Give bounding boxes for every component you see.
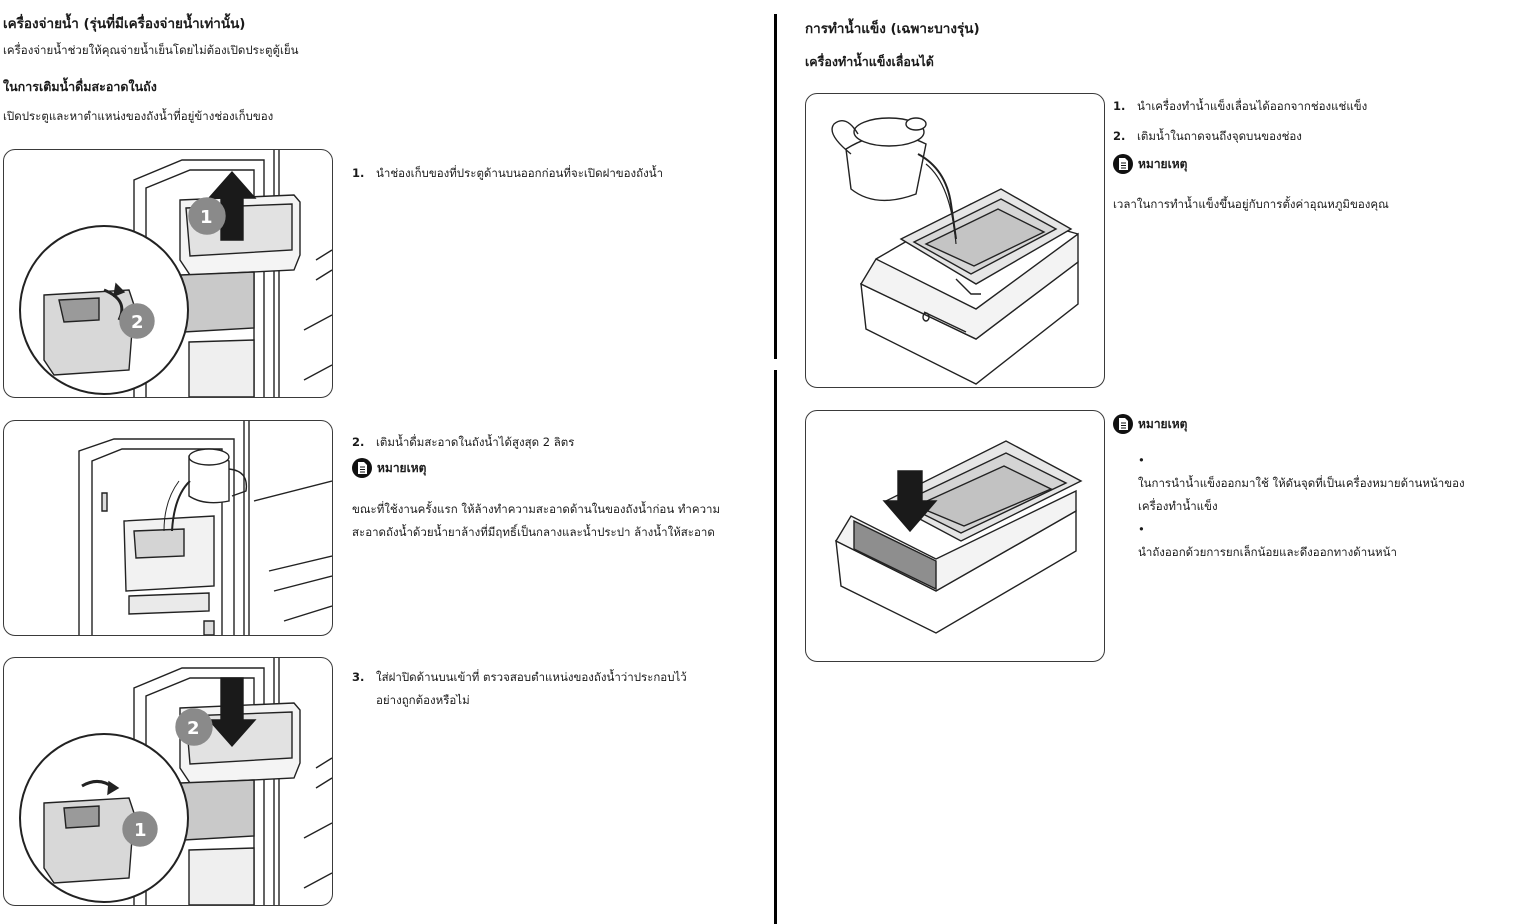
bullet-line: เครื่องทำน้ำแข็ง bbox=[1138, 499, 1218, 513]
subheading-movable-ice-maker: เครื่องทำน้ำแข็งเลื่อนได้ bbox=[805, 54, 934, 69]
note-header-left: หมายเหตุ bbox=[352, 458, 426, 478]
note-header-right-1: หมายเหตุ bbox=[1113, 154, 1187, 174]
step-text: ใส่ฝาปิดด้านบนเข้าที่ ตรวจสอบตำแหน่งของถ… bbox=[376, 670, 687, 684]
figure-install-lid: 2 1 bbox=[3, 657, 333, 906]
note-label: หมายเหตุ bbox=[1138, 416, 1188, 431]
note-label: หมายเหตุ bbox=[377, 460, 427, 475]
note-icon bbox=[1113, 414, 1133, 434]
section-title-ice-making: การทำน้ำแข็ง (เฉพาะบางรุ่น) bbox=[805, 21, 980, 37]
note-header-right-2: หมายเหตุ bbox=[1113, 414, 1187, 434]
note-body-right-1: เวลาในการทำน้ำแข็งขึ้นอยู่กับการตั้งค่าอ… bbox=[1113, 197, 1389, 211]
step-text: เติมน้ำดื่มสะอาดในถังน้ำได้สูงสุด 2 ลิตร bbox=[376, 435, 575, 449]
step-3-left: 3. ใส่ฝาปิดด้านบนเข้าที่ ตรวจสอบตำแหน่งขอ… bbox=[352, 666, 687, 712]
bullet-line: ในการนำน้ำแข็งออกมาใช้ ให้ดันจุดที่เป็นเ… bbox=[1138, 476, 1465, 490]
note-bullets-right: • ในการนำน้ำแข็งออกมาใช้ ให้ดันจุดที่เป็… bbox=[1113, 449, 1518, 564]
step-2-right: 2. เติมน้ำในถาดจนถึงจุดบนของช่อง bbox=[1113, 128, 1302, 146]
column-divider-top bbox=[774, 14, 777, 359]
bullet-item: • นำถังออกด้วยการยกเล็กน้อยและดึงออกทางด… bbox=[1113, 518, 1518, 564]
note-line: สะอาดถังน้ำด้วยน้ำยาล้างที่มีฤทธิ์เป็นกล… bbox=[352, 525, 715, 539]
figure-pour-water bbox=[3, 420, 333, 636]
figure-fill-ice-tray bbox=[805, 93, 1105, 388]
bullet-dot: • bbox=[1138, 453, 1145, 467]
instruction-text: เปิดประตูและหาตำแหน่งของถังน้ำที่อยู่ข้า… bbox=[3, 109, 274, 123]
step-number: 2. bbox=[1113, 129, 1126, 143]
step-number: 2. bbox=[352, 435, 365, 449]
figure-remove-bin: 1 2 bbox=[3, 149, 333, 398]
subheading-fill-water: ในการเติมน้ำดื่มสะอาดในถัง bbox=[3, 79, 157, 94]
step-text-cont: อย่างถูกต้องหรือไม่ bbox=[376, 693, 470, 707]
note-body-left: ขณะที่ใช้งานครั้งแรก ให้ล้างทำความสะอาดด… bbox=[352, 498, 767, 544]
figure-push-ice-maker bbox=[805, 410, 1105, 662]
note-line: ขณะที่ใช้งานครั้งแรก ให้ล้างทำความสะอาดด… bbox=[352, 502, 721, 516]
step-1-left: 1. นำช่องเก็บของที่ประตูด้านบนออกก่อนที่จ… bbox=[352, 165, 663, 183]
bullet-item: • ในการนำน้ำแข็งออกมาใช้ ให้ดันจุดที่เป็… bbox=[1113, 449, 1518, 518]
column-divider-bottom bbox=[774, 370, 777, 924]
step-number: 1. bbox=[352, 166, 365, 180]
fig1-callout-2: 2 bbox=[131, 312, 144, 333]
note-icon bbox=[1113, 154, 1133, 174]
step-text: นำเครื่องทำน้ำแข็งเลื่อนได้ออกจากช่องแช่… bbox=[1137, 99, 1368, 113]
step-number: 1. bbox=[1113, 99, 1126, 113]
note-icon bbox=[352, 458, 372, 478]
step-2-left: 2. เติมน้ำดื่มสะอาดในถังน้ำได้สูงสุด 2 ลิ… bbox=[352, 434, 574, 452]
section-title-water-dispenser: เครื่องจ่ายน้ำ (รุ่นที่มีเครื่องจ่ายน้ำเ… bbox=[3, 16, 246, 32]
bullet-dot: • bbox=[1138, 522, 1145, 536]
step-number: 3. bbox=[352, 670, 365, 684]
bullet-line: นำถังออกด้วยการยกเล็กน้อยและดึงออกทางด้า… bbox=[1138, 545, 1397, 559]
step-1-right: 1. นำเครื่องทำน้ำแข็งเลื่อนได้ออกจากช่องแ… bbox=[1113, 98, 1367, 116]
intro-text: เครื่องจ่ายน้ำช่วยให้คุณจ่ายน้ำเย็นโดยไม… bbox=[3, 43, 299, 57]
fig3-callout-2: 2 bbox=[187, 718, 200, 739]
step-text: นำช่องเก็บของที่ประตูด้านบนออกก่อนที่จะเ… bbox=[376, 166, 664, 180]
step-text: เติมน้ำในถาดจนถึงจุดบนของช่อง bbox=[1137, 129, 1302, 143]
fig1-callout-1: 1 bbox=[200, 207, 213, 228]
note-label: หมายเหตุ bbox=[1138, 156, 1188, 171]
fig3-callout-1: 1 bbox=[134, 820, 147, 841]
